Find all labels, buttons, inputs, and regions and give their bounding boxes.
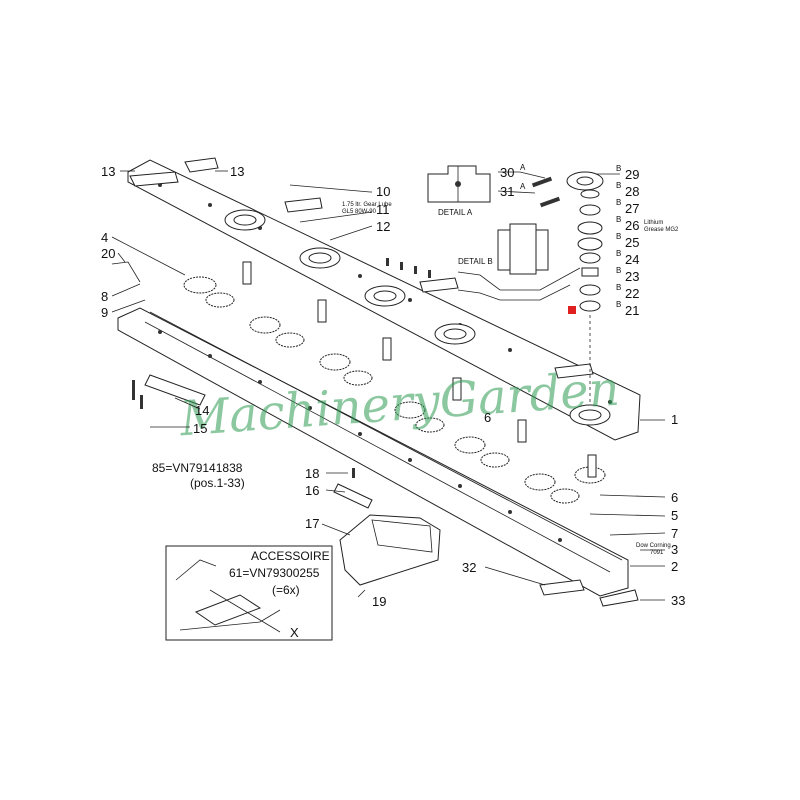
callout-labels: 13 13 10 11 12 4 20 8 9 14 15 6 1 18 16 … — [101, 164, 685, 640]
callout-4: 4 — [101, 230, 108, 245]
callout-18: 18 — [305, 466, 319, 481]
callout-6-mid: 6 — [484, 410, 491, 425]
note-gear-lube-line1: 1.75 ltr. Gear Lube — [342, 202, 392, 208]
hub-stack — [566, 171, 604, 312]
callout-30: 30 — [500, 165, 514, 180]
callout-9: 9 — [101, 305, 108, 320]
callout-23: 23 — [625, 269, 639, 284]
callout-13-left: 13 — [101, 164, 115, 179]
skid-inner — [371, 519, 433, 553]
note-dow-line2: 7091 — [650, 550, 664, 556]
marker-b-21: B — [616, 300, 621, 309]
note-gear-lube-line2: GL5 80W-90 — [342, 209, 377, 215]
marker-b-26: B — [616, 215, 621, 224]
callout-10: 10 — [376, 184, 390, 199]
callout-1: 1 — [671, 412, 678, 427]
accessory-qty: (=6x) — [272, 583, 300, 597]
red-marker-square — [568, 306, 576, 314]
accessory-drawing — [175, 559, 281, 631]
callout-26: 26 — [625, 218, 639, 233]
marker-b-23: B — [616, 266, 621, 275]
kit-number: 85=VN79141838 — [152, 461, 243, 475]
callout-5: 5 — [671, 508, 678, 523]
callout-22: 22 — [625, 286, 639, 301]
kit-range: (pos.1-33) — [190, 476, 245, 490]
callout-13-right: 13 — [230, 164, 244, 179]
detail-b-label: DETAIL B — [458, 257, 493, 266]
callout-14: 14 — [195, 403, 209, 418]
note-lithium-line2: Grease MG2 — [644, 227, 679, 233]
marker-b-27: B — [616, 198, 621, 207]
detail-b — [457, 223, 581, 301]
marker-a-30: A — [520, 163, 526, 172]
brackets — [129, 157, 639, 607]
callout-25: 25 — [625, 235, 639, 250]
note-lithium-line1: Lithium — [644, 220, 663, 226]
bearing-housings — [224, 209, 611, 426]
tray-rim — [149, 311, 623, 561]
annotations: 1.75 ltr. Gear Lube GL5 80W-90 Lithium G… — [152, 202, 679, 597]
shafts — [242, 261, 597, 478]
accessory-title: ACCESSOIRE — [251, 549, 330, 563]
callout-27: 27 — [625, 201, 639, 216]
callout-33: 33 — [671, 593, 685, 608]
callout-15: 15 — [193, 421, 207, 436]
callout-20: 20 — [101, 246, 115, 261]
cutter-bar-bottom-tray — [117, 307, 629, 597]
marker-b-24: B — [616, 249, 621, 258]
callout-8: 8 — [101, 289, 108, 304]
callout-31: 31 — [500, 184, 514, 199]
callout-28: 28 — [625, 184, 639, 199]
gear-set — [183, 276, 606, 504]
accessory-part: 61=VN79300255 — [229, 566, 320, 580]
callout-32: 32 — [462, 560, 476, 575]
leader-lines — [111, 170, 666, 633]
callout-16: 16 — [305, 483, 319, 498]
marker-b-22: B — [616, 283, 621, 292]
callout-7: 7 — [671, 526, 678, 541]
callout-2: 2 — [671, 559, 678, 574]
callout-17: 17 — [305, 516, 319, 531]
accessory-box — [165, 545, 333, 641]
skid-plate — [339, 514, 441, 586]
callout-11: 11 — [376, 202, 390, 217]
marker-a-31: A — [520, 182, 526, 191]
callout-24: 24 — [625, 252, 639, 267]
callout-3: 3 — [671, 542, 678, 557]
detail-a-label: DETAIL A — [438, 208, 473, 217]
shear-pins — [531, 176, 561, 208]
callout-12: 12 — [376, 219, 390, 234]
fastener-bolts — [132, 258, 431, 478]
marker-b-25: B — [616, 232, 621, 241]
callout-21: 21 — [625, 303, 639, 318]
detail-a — [427, 165, 491, 203]
callout-6-right: 6 — [671, 490, 678, 505]
tray-inner-edge — [144, 321, 611, 573]
callout-x: X — [290, 625, 299, 640]
callout-29: 29 — [625, 167, 639, 182]
detail-markers: A A B B B B B B B B B — [520, 163, 621, 309]
hex-key — [111, 261, 141, 283]
note-dow-line1: Dow Corning — [636, 543, 671, 549]
callout-19: 19 — [372, 594, 386, 609]
marker-b-28: B — [616, 181, 621, 190]
marker-b-29: B — [616, 164, 621, 173]
